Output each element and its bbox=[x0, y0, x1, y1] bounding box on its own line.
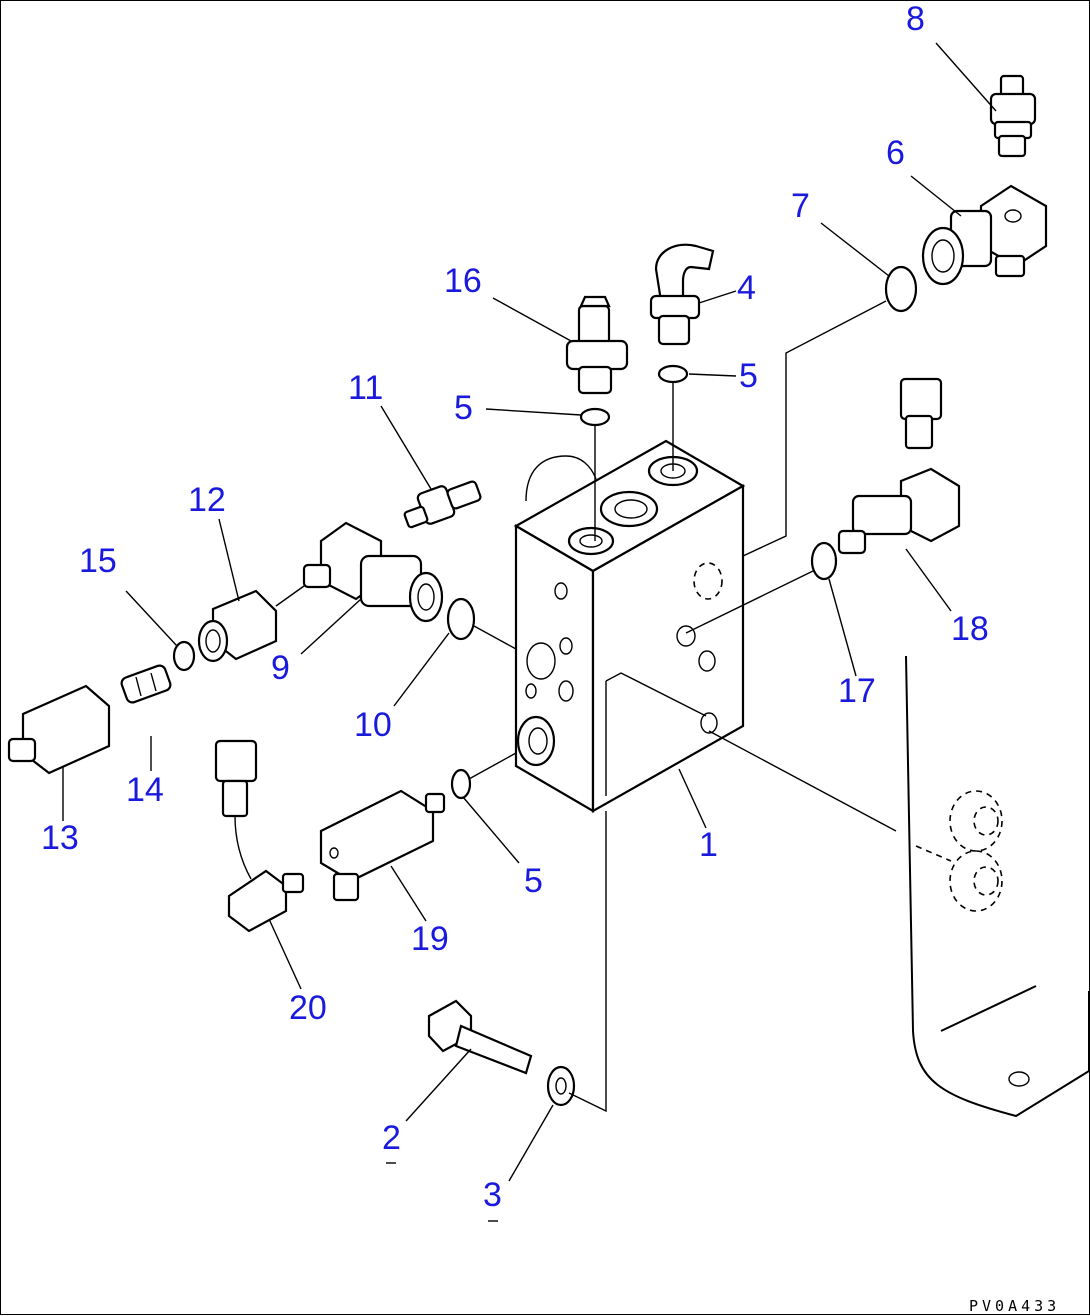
part-15-o-ring bbox=[172, 640, 196, 672]
callout-5a: 5 bbox=[739, 357, 758, 395]
callout-4: 4 bbox=[737, 269, 756, 307]
mounting-bracket bbox=[905, 655, 1090, 1118]
callout-10: 10 bbox=[354, 706, 392, 744]
part-17-o-ring bbox=[810, 541, 838, 581]
callout-8: 8 bbox=[906, 1, 925, 38]
callout-9: 9 bbox=[271, 649, 290, 687]
callout-5b: 5 bbox=[454, 389, 473, 427]
callout-7: 7 bbox=[791, 187, 810, 225]
part-7-o-ring bbox=[884, 265, 918, 313]
part-14-spool bbox=[120, 664, 172, 704]
part-2-bolt bbox=[427, 999, 533, 1075]
valve-block bbox=[513, 439, 746, 813]
part-5-o-ring-top bbox=[657, 364, 689, 384]
part-3-washer bbox=[546, 1065, 576, 1107]
leader-lines bbox=[62, 42, 997, 1182]
part-4-elbow-fitting bbox=[649, 243, 715, 346]
callout-18: 18 bbox=[951, 610, 989, 648]
part-11-sensor bbox=[403, 480, 482, 529]
callouts: 1 2 3 4 5 5 5 6 7 8 9 10 11 12 13 14 15 … bbox=[41, 1, 989, 1214]
part-5-o-ring-mid bbox=[579, 407, 611, 427]
callout-14: 14 bbox=[126, 771, 164, 809]
callout-13: 13 bbox=[41, 819, 79, 857]
callout-3: 3 bbox=[483, 1176, 502, 1214]
callout-5c: 5 bbox=[524, 862, 543, 900]
callout-16: 16 bbox=[444, 262, 482, 300]
part-20-sensor bbox=[214, 739, 305, 933]
part-12-adapter bbox=[197, 589, 278, 663]
part-18-banjo-sensor bbox=[837, 377, 961, 555]
callout-15: 15 bbox=[79, 542, 117, 580]
callout-6: 6 bbox=[886, 134, 905, 172]
callout-12: 12 bbox=[188, 481, 226, 519]
part-10-o-ring bbox=[446, 597, 476, 641]
part-8-sensor bbox=[989, 74, 1037, 158]
part-13-plug bbox=[7, 684, 111, 775]
callout-2: 2 bbox=[382, 1119, 401, 1157]
callout-19: 19 bbox=[411, 920, 449, 958]
drawing-code: PV0A433 bbox=[969, 1297, 1060, 1315]
callout-20: 20 bbox=[289, 989, 327, 1027]
part-19-sensor bbox=[319, 789, 446, 902]
callout-17: 17 bbox=[838, 672, 876, 710]
part-9-banjo-fitting bbox=[302, 521, 444, 623]
callout-11: 11 bbox=[348, 369, 383, 407]
part-6-banjo-fitting bbox=[921, 184, 1048, 286]
part-5-o-ring-low bbox=[450, 768, 472, 800]
part-16-fitting bbox=[565, 295, 629, 395]
assembly-lines bbox=[275, 300, 897, 1113]
callout-1: 1 bbox=[699, 826, 718, 864]
